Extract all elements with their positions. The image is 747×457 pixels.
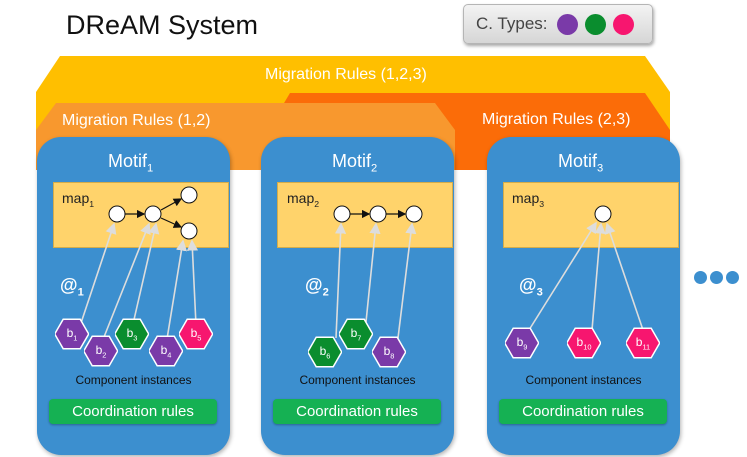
motif-1-address-label: @1 [60,275,84,299]
motif-3-mapping-arrows [528,221,644,331]
ellipsis-dot [726,271,739,284]
motif-1-map-node [180,222,198,240]
component-instance-label: b1 [66,326,78,343]
component-hexagon [505,327,539,359]
motif-1-coordination-rules: Coordination rules [49,399,217,424]
component-instance-b6: b6 [308,333,342,371]
component-instance-b3: b3 [115,315,149,353]
motif-3-map-graph [594,205,612,223]
motif-2-address-label: @2 [305,275,329,299]
motif-2-component-instances-label: Component instances [299,373,416,387]
component-hexagon [84,335,118,367]
migration-rules-two-three-label: Migration Rules (2,3) [482,111,631,128]
motif-2-map-node [405,205,423,223]
component-instance-b4: b4 [149,332,183,370]
motif-2-title: Motif2 [332,151,378,175]
component-hexagon [308,336,342,368]
component-hexagon [567,327,601,359]
component-instance-b2: b2 [84,332,118,370]
component-hexagon [149,335,183,367]
component-instance-b11: b11 [626,324,660,362]
motif-3-title: Motif3 [558,151,604,175]
component-instance-label: b2 [95,343,107,360]
migration-rules-all-label: Migration Rules (1,2,3) [265,66,427,83]
motif-1-mapping-arrows [80,222,199,340]
component-type-pink-dot [612,13,634,35]
motif-3-map-node [594,205,612,223]
motif-3-map [503,182,679,248]
motif-3-map-label: map3 [512,190,545,209]
motif-3-coordination-rules: Coordination rules [499,399,667,424]
component-instance-b1: b1 [55,315,89,353]
motif-1-component-instances-label: Component instances [75,373,192,387]
component-hexagon [339,318,373,350]
component-instance-label: b5 [190,326,202,343]
ellipsis-dot [710,271,723,284]
component-instance-label: b8 [383,344,395,361]
motif-2-map-node [369,205,387,223]
motif-2-coordination-rules: Coordination rules [273,399,441,424]
component-instance-label: b10 [576,335,592,352]
component-types-label: C. Types: [476,14,548,33]
component-instance-label: b11 [635,335,651,352]
motif-1-map-node [144,205,162,223]
component-instance-b10: b10 [567,324,601,362]
component-type-green-dot [584,13,606,35]
page-title: DReAM System [66,10,259,40]
motif-1-map-node [108,205,126,223]
motif-1-title: Motif1 [108,151,154,175]
component-instance-label: b7 [350,326,362,343]
motif-2-map-graph [333,205,423,223]
component-instance-b9: b9 [505,324,539,362]
component-hexagon [115,318,149,350]
component-instance-b5: b5 [179,315,213,353]
component-instance-label: b4 [160,343,172,360]
component-hexagon [372,336,406,368]
component-types-legend: C. Types: [463,4,653,44]
motif-3-address-label: @3 [519,275,543,299]
ellipsis-dot [694,271,707,284]
motif-1-map-label: map1 [62,190,95,209]
component-hexagon [55,318,89,350]
component-hexagon [626,327,660,359]
motif-1-map-graph [108,186,198,240]
migration-rules-one-two-label: Migration Rules (1,2) [62,112,211,129]
more-motifs-ellipsis [694,271,739,284]
component-instance-label: b9 [516,335,528,352]
component-instance-b8: b8 [372,333,406,371]
component-hexagon [179,318,213,350]
motif-2-map-node [333,205,351,223]
motif-2-map-label: map2 [287,190,320,209]
component-instance-label: b3 [126,326,138,343]
component-type-purple-dot [556,13,578,35]
motif-1-map-node [180,186,198,204]
motif-2-mapping-arrows [334,222,417,339]
motif-3-component-instances-label: Component instances [525,373,642,387]
component-instance-b7: b7 [339,315,373,353]
component-instance-label: b6 [319,344,331,361]
